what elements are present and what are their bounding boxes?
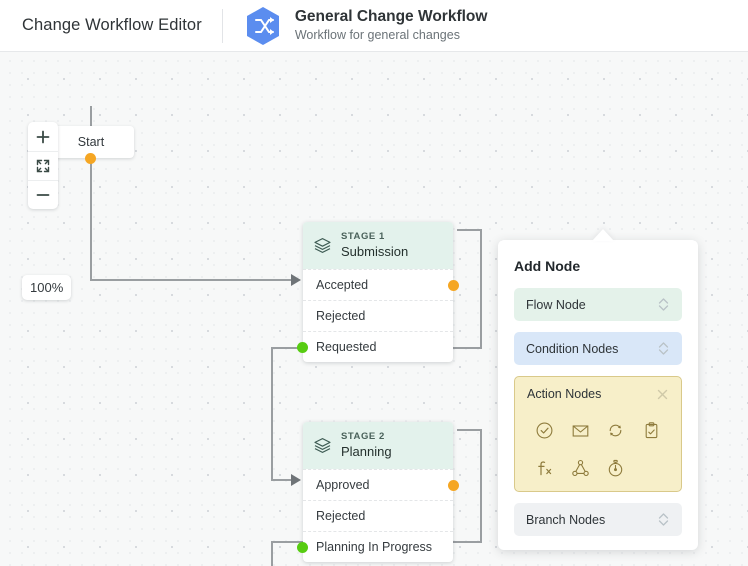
start-node[interactable]: Start bbox=[48, 126, 134, 164]
stage-header-text: STAGE 1 Submission bbox=[341, 230, 408, 260]
stage-node-planning[interactable]: STAGE 2 Planning Approved Rejected Plann… bbox=[297, 422, 459, 562]
stage-row-in-port[interactable] bbox=[297, 342, 308, 353]
node-group-label: Flow Node bbox=[526, 297, 586, 312]
stage-row-in-port[interactable] bbox=[297, 542, 308, 553]
stage-row[interactable]: Requested bbox=[297, 331, 453, 362]
node-group-action-header: Action Nodes bbox=[527, 387, 669, 401]
zoom-in-button[interactable] bbox=[28, 122, 58, 151]
stage-title: Planning bbox=[341, 444, 392, 459]
add-node-panel: Add Node Flow Node Condition Nodes bbox=[498, 240, 698, 550]
stopwatch-timer-icon[interactable] bbox=[598, 457, 634, 479]
stage-title: Submission bbox=[341, 244, 409, 259]
page-title: Change Workflow Editor bbox=[22, 16, 202, 34]
layers-icon bbox=[313, 236, 332, 255]
start-node-out-port[interactable] bbox=[85, 153, 96, 164]
shuffle-icon bbox=[245, 6, 281, 46]
stage-header: STAGE 2 Planning bbox=[303, 422, 453, 469]
stage-row-out-port[interactable] bbox=[448, 280, 459, 291]
chevron-updown-icon[interactable] bbox=[657, 341, 670, 356]
stage-row-label: Accepted bbox=[316, 278, 369, 292]
sync-refresh-icon[interactable] bbox=[598, 419, 634, 441]
header-divider bbox=[221, 8, 223, 43]
zoom-level-indicator[interactable]: 100% bbox=[22, 275, 72, 300]
stage-header-text: STAGE 2 Planning bbox=[341, 430, 392, 460]
layers-icon bbox=[313, 436, 332, 455]
stage-row-label: Planning In Progress bbox=[316, 540, 433, 554]
stage-row[interactable]: Approved bbox=[303, 469, 459, 500]
node-group-condition-nodes[interactable]: Condition Nodes bbox=[514, 332, 682, 365]
stage-header: STAGE 1 Submission bbox=[303, 222, 453, 269]
function-fx-icon[interactable] bbox=[527, 457, 563, 479]
workflow-subtitle: Workflow for general changes bbox=[294, 28, 460, 42]
stage-row-label: Rejected bbox=[316, 509, 366, 523]
clipboard-check-icon[interactable] bbox=[634, 419, 670, 441]
plus-icon bbox=[36, 130, 50, 143]
envelope-icon[interactable] bbox=[563, 419, 599, 441]
fit-screen-icon bbox=[36, 159, 50, 173]
node-group-label: Action Nodes bbox=[527, 387, 602, 401]
check-circle-icon[interactable] bbox=[527, 419, 563, 441]
node-group-flow-node[interactable]: Flow Node bbox=[514, 288, 682, 321]
node-group-action-nodes[interactable]: Action Nodes bbox=[514, 376, 682, 492]
stage-label: STAGE 1 bbox=[341, 231, 385, 242]
start-node-label: Start bbox=[77, 135, 105, 149]
node-group-label: Branch Nodes bbox=[526, 512, 606, 527]
stage-row[interactable]: Rejected bbox=[303, 300, 453, 331]
stage-label: STAGE 2 bbox=[341, 431, 385, 442]
zoom-controls bbox=[28, 122, 58, 209]
stage-row-label: Requested bbox=[316, 340, 377, 354]
stage-row[interactable]: Planning In Progress bbox=[297, 531, 453, 562]
action-node-grid bbox=[527, 419, 669, 479]
network-share-icon[interactable] bbox=[563, 457, 599, 479]
node-group-branch-nodes[interactable]: Branch Nodes bbox=[514, 503, 682, 536]
zoom-out-button[interactable] bbox=[28, 180, 58, 209]
close-x-icon[interactable] bbox=[656, 388, 669, 401]
add-node-panel-title: Add Node bbox=[514, 258, 581, 274]
minus-icon bbox=[36, 194, 50, 196]
workflow-name: General Change Workflow bbox=[294, 8, 488, 25]
add-node-panel-pointer bbox=[592, 229, 614, 241]
stage-row[interactable]: Rejected bbox=[303, 500, 453, 531]
chevron-updown-icon[interactable] bbox=[657, 297, 670, 312]
stage-node-submission[interactable]: STAGE 1 Submission Accepted Rejected Req… bbox=[297, 222, 459, 362]
stage-row-label: Rejected bbox=[316, 309, 366, 323]
workflow-identity: General Change Workflow Workflow for gen… bbox=[295, 7, 488, 44]
chevron-updown-icon[interactable] bbox=[657, 512, 670, 527]
stage-row-out-port[interactable] bbox=[448, 480, 459, 491]
node-group-label: Condition Nodes bbox=[526, 341, 619, 356]
stage-row[interactable]: Accepted bbox=[303, 269, 459, 300]
stage-row-label: Approved bbox=[316, 478, 370, 492]
fit-screen-button[interactable] bbox=[28, 151, 58, 180]
app-header: Change Workflow Editor General Change Wo… bbox=[0, 0, 748, 52]
